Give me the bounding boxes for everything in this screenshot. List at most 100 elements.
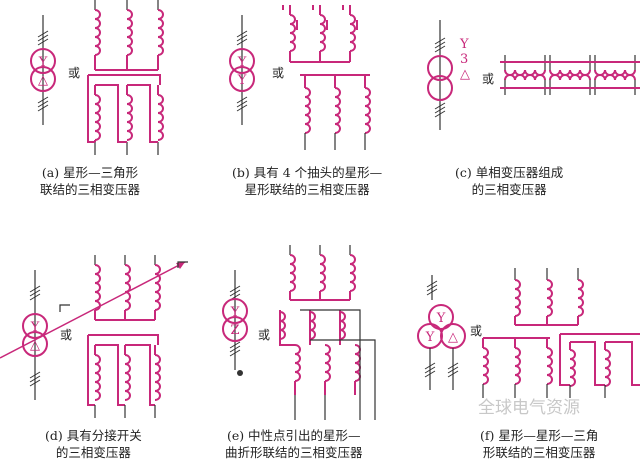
wire xyxy=(87,335,95,406)
or-label-b: 或 xyxy=(272,66,285,80)
symbol-c-label: Y xyxy=(459,37,469,52)
three-phase-tick xyxy=(229,349,241,357)
three-phase-tick xyxy=(229,341,241,349)
three-phase-tick xyxy=(29,285,41,293)
winding-coil xyxy=(279,311,286,340)
delta-bus xyxy=(88,74,161,85)
symbol-d-primary-label: Y xyxy=(30,320,40,335)
three-phase-tick xyxy=(236,30,248,38)
three-phase-tick xyxy=(426,288,438,296)
symbol-b-secondary xyxy=(229,66,255,92)
primary-coil xyxy=(289,14,296,52)
winding-coil xyxy=(309,311,316,340)
three-phase-tick xyxy=(236,104,248,112)
primary-coil xyxy=(319,14,326,52)
symbol-f-primary-label: Y xyxy=(436,311,446,326)
three-phase-tick xyxy=(37,34,49,42)
winding-coil xyxy=(549,74,591,81)
three-phase-tick xyxy=(37,100,49,108)
three-phase-tick xyxy=(434,37,446,45)
three-phase-tick xyxy=(447,366,459,374)
winding-coil xyxy=(569,349,576,387)
winding-coil xyxy=(504,69,546,76)
symbol-b-secondary-label: Y xyxy=(237,73,247,88)
three-phase-tick xyxy=(29,371,41,379)
winding-coil xyxy=(549,69,591,76)
wire xyxy=(95,84,127,143)
winding-coil xyxy=(124,354,131,401)
three-phase-tick xyxy=(434,106,446,114)
caption-b: (b) 具有 4 个抽头的星形—星形联结的三相变压器 xyxy=(232,165,383,197)
three-phase-tick xyxy=(37,104,49,112)
caption-f: (f) 星形—星形—三角形联结的三相变压器 xyxy=(480,428,599,460)
winding-coil xyxy=(482,347,489,385)
winding-coil xyxy=(324,344,331,382)
wire xyxy=(125,344,155,406)
caption-d: (d) 具有分接开关的三相变压器 xyxy=(45,428,142,460)
winding-coil xyxy=(354,344,361,382)
wire xyxy=(310,339,376,420)
winding-coil xyxy=(94,94,101,141)
three-phase-tick xyxy=(29,289,41,297)
three-phase-tick xyxy=(29,293,41,301)
winding-coil xyxy=(604,349,611,387)
winding-coil xyxy=(304,87,311,134)
or-label-c: 或 xyxy=(482,72,495,86)
three-phase-tick xyxy=(229,289,241,297)
symbol-e-primary-label: Y xyxy=(230,305,240,320)
wire xyxy=(127,84,158,143)
winding-coil xyxy=(289,254,296,292)
three-phase-tick xyxy=(424,366,436,374)
winding-coil xyxy=(594,69,636,76)
caption-c: (c) 单相变压器组成的三相变压器 xyxy=(455,165,564,197)
symbol-d-primary xyxy=(22,313,48,339)
wire xyxy=(59,304,70,312)
symbol-f-tertiary-label: △ xyxy=(448,330,458,345)
symbol-e-secondary xyxy=(222,316,248,342)
or-label-a: 或 xyxy=(68,66,81,80)
primary-coil xyxy=(157,9,164,56)
wire xyxy=(559,334,570,386)
caption-e: (e) 中性点引出的星形—曲折形联结的三相变压器 xyxy=(225,428,363,460)
three-phase-tick xyxy=(434,102,446,110)
winding-coil xyxy=(157,94,164,141)
three-phase-tick xyxy=(434,45,446,53)
three-phase-tick xyxy=(37,96,49,104)
three-phase-tick xyxy=(434,110,446,118)
winding-coil xyxy=(334,87,341,134)
symbol-c-label: △ xyxy=(460,67,470,82)
three-phase-tick xyxy=(424,370,436,378)
wire xyxy=(88,334,159,345)
caption-a: (a) 星形—三角形联结的三相变压器 xyxy=(40,165,141,197)
three-phase-tick xyxy=(426,280,438,288)
three-phase-tick xyxy=(434,41,446,49)
wire xyxy=(279,310,295,346)
winding-coil xyxy=(546,279,553,317)
symbol-e-primary xyxy=(222,298,248,324)
primary-coil xyxy=(349,14,356,52)
winding-coil xyxy=(154,264,161,311)
winding-coil xyxy=(546,347,553,385)
winding-coil xyxy=(514,347,521,385)
winding-coil xyxy=(577,279,584,317)
three-phase-tick xyxy=(424,362,436,370)
symbol-a-secondary-label: △ xyxy=(38,73,48,88)
winding-coil xyxy=(504,74,546,81)
three-phase-tick xyxy=(447,370,459,378)
or-label-f: 或 xyxy=(470,324,483,338)
three-phase-tick xyxy=(37,30,49,38)
winding-coil xyxy=(319,254,326,292)
winding-coil xyxy=(294,344,301,382)
three-phase-tick xyxy=(229,285,241,293)
wire xyxy=(177,261,188,268)
three-phase-tick xyxy=(37,38,49,46)
wire xyxy=(300,309,361,420)
symbol-d-secondary xyxy=(22,331,48,357)
three-phase-tick xyxy=(236,100,248,108)
symbol-a-primary-label: Y xyxy=(38,55,48,70)
three-phase-tick xyxy=(229,345,241,353)
symbol-c-label: 3 xyxy=(460,52,468,67)
winding-coil xyxy=(94,264,101,311)
symbol-a-secondary xyxy=(30,66,56,92)
